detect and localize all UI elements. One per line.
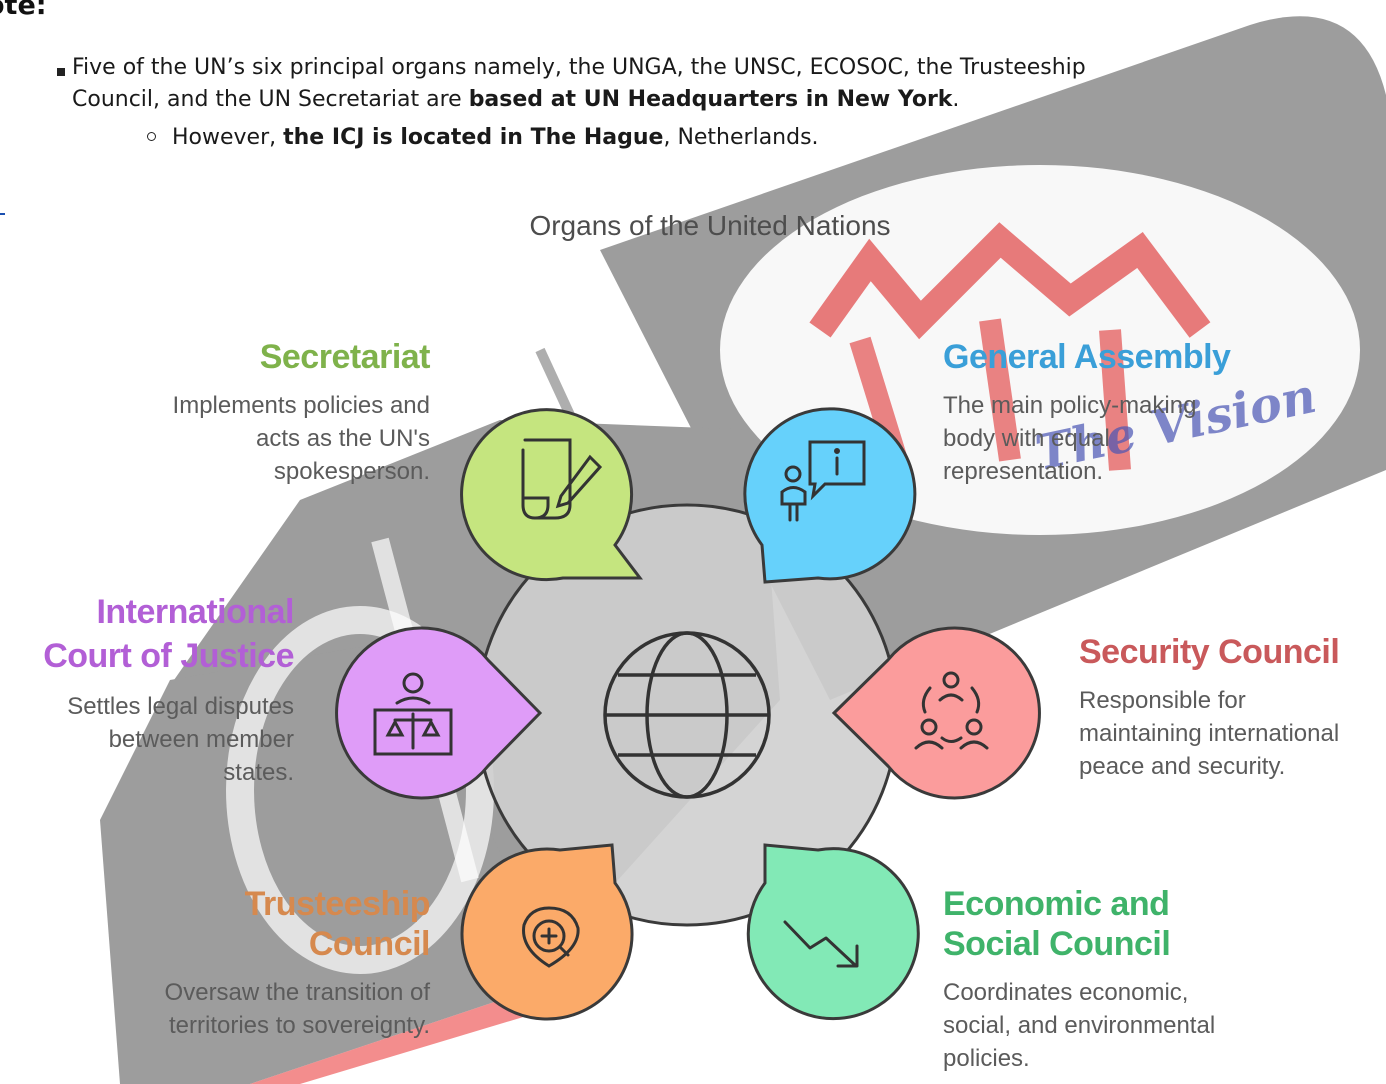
pin-security-council: [831, 626, 1041, 800]
bullet: [57, 68, 65, 76]
ecosoc-heading: Economic and Social Council: [943, 885, 1171, 963]
judge-scales-icon: [373, 672, 453, 756]
icj-heading: International Court of Justice: [43, 593, 294, 675]
sub-bullet: [147, 132, 156, 141]
pin-trusteeship: [460, 843, 634, 1021]
security-council-desc: Responsible for maintaining internationa…: [1079, 687, 1340, 780]
speaker-info-icon: [780, 440, 866, 522]
note-bold-hq: based at UN Headquarters in New York: [468, 87, 953, 112]
globe-icon: [603, 631, 771, 799]
trusteeship-desc: Oversaw the transition of territories to…: [164, 979, 430, 1039]
pin-general-assembly: [743, 407, 917, 584]
trend-down-icon: [783, 920, 859, 968]
security-council-heading: Security Council: [1079, 633, 1340, 671]
label-general-assembly: General Assembly The main policy-making …: [943, 337, 1263, 488]
label-security-council: Security Council Responsible for maintai…: [1079, 632, 1379, 783]
trusteeship-heading: Trusteeship Council: [244, 885, 431, 963]
ecosoc-desc: Coordinates economic, social, and enviro…: [943, 979, 1216, 1072]
diagram-title: Organs of the United Nations: [529, 210, 891, 241]
note-heading: ote:: [0, 0, 47, 21]
general-assembly-desc: The main policy-making body with equal r…: [943, 392, 1197, 485]
pin-ecosoc: [746, 843, 920, 1021]
label-ecosoc: Economic and Social Council Coordinates …: [943, 884, 1243, 1075]
label-icj: International Court of Justice Settles l…: [20, 590, 294, 789]
secretariat-desc: Implements policies and acts as the UN's…: [172, 392, 430, 485]
note-subline: However, the ICJ is located in The Hague…: [172, 125, 819, 150]
note-line-2: Council, and the UN Secretariat are base…: [72, 87, 960, 112]
icj-desc: Settles legal disputes between member st…: [67, 693, 294, 786]
label-secretariat: Secretariat Implements policies and acts…: [70, 337, 431, 488]
pen-scroll-icon: [521, 438, 603, 520]
note-bold-icj: the ICJ is located in The Hague: [283, 125, 664, 150]
link-underline: [0, 213, 5, 215]
pin-secretariat: [460, 408, 644, 582]
secretariat-heading: Secretariat: [259, 338, 431, 376]
magnify-plus-icon: [522, 906, 580, 968]
note-line-1: Five of the UN’s six principal organs na…: [72, 55, 1086, 80]
people-group-icon: [914, 671, 989, 750]
general-assembly-heading: General Assembly: [943, 338, 1231, 376]
label-trusteeship: Trusteeship Council Oversaw the transiti…: [160, 884, 431, 1042]
